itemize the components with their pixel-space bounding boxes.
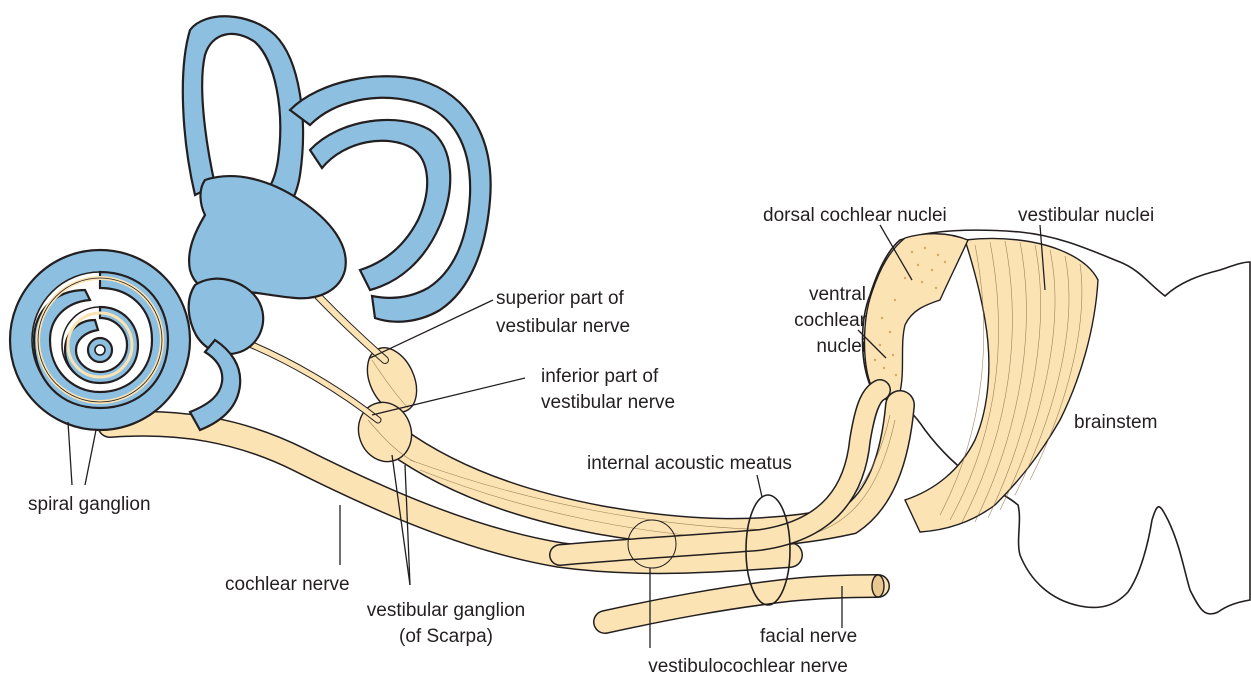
label-facial-nerve: facial nerve — [760, 626, 857, 647]
label-cochlear-nerve: cochlear nerve — [225, 574, 350, 595]
label-vestibulocochlear-nerve: vestibulocochlear nerve — [648, 656, 848, 677]
label-inferior-part-nerve: vestibular nerve — [541, 392, 675, 413]
label-ventral-cochlear: ventral — [809, 284, 866, 305]
label-vestibular-ganglion: vestibular ganglion — [367, 600, 525, 621]
label-inferior-part: inferior part of — [541, 366, 659, 387]
label-brainstem: brainstem — [1074, 412, 1157, 433]
label-internal-acoustic-meatus: internal acoustic meatus — [587, 453, 792, 474]
membranous-labyrinth — [10, 16, 491, 430]
label-ventral-cochlear-2: cochlear — [794, 310, 866, 331]
label-vestibular-nuclei: vestibular nuclei — [1018, 205, 1154, 226]
label-vestibular-ganglion-scarpa: (of Scarpa) — [399, 626, 493, 647]
label-dorsal-cochlear-nuclei: dorsal cochlear nuclei — [763, 205, 947, 226]
label-superior-part: superior part of — [496, 288, 625, 309]
label-spiral-ganglion: spiral ganglion — [28, 494, 151, 515]
label-superior-part-nerve: vestibular nerve — [496, 316, 630, 337]
label-ventral-cochlear-3: nuclei — [816, 336, 866, 357]
